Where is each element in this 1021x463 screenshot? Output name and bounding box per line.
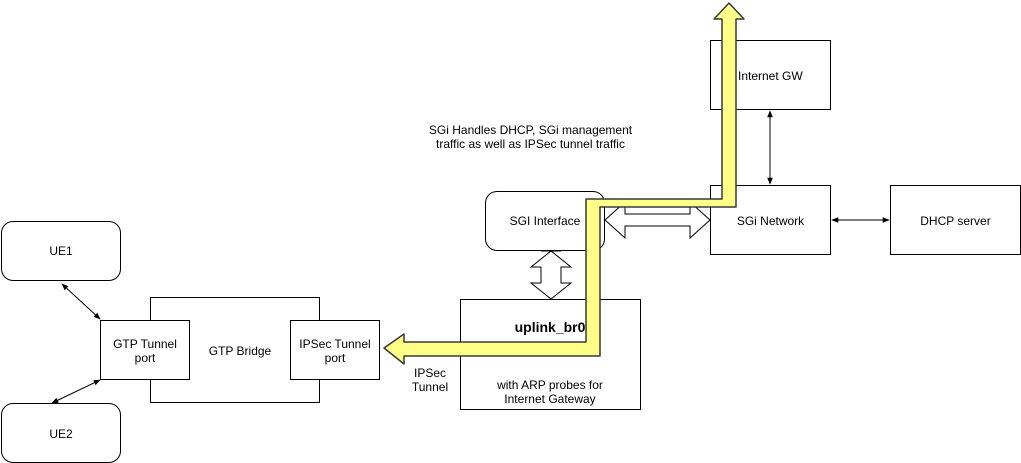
uplink-note-label: with ARP probes for Internet Gateway bbox=[497, 378, 603, 406]
uplink-br0-label: uplink_br0 bbox=[514, 319, 586, 335]
ue2-gtp-connector bbox=[51, 379, 101, 404]
ue1-label: UE1 bbox=[49, 244, 73, 258]
sgi-annotation: SGi Handles DHCP, SGi management traffic… bbox=[428, 123, 633, 151]
internet-gw-label: Internet GW bbox=[738, 69, 803, 83]
ipsec-tunnel-label: IPSec Tunnel bbox=[411, 366, 449, 394]
ue2-node[interactable] bbox=[1, 403, 121, 463]
ipsec-tunnel-port-label: IPSec Tunnel port bbox=[299, 337, 371, 365]
dhcp-server-label: DHCP server bbox=[920, 214, 991, 228]
ue2-label: UE2 bbox=[49, 427, 73, 441]
ipsec-tunnel-port-box[interactable] bbox=[290, 320, 380, 380]
ue1-gtp-connector bbox=[61, 283, 101, 320]
ue1-node[interactable] bbox=[1, 221, 121, 281]
gtp-tunnel-port-box[interactable] bbox=[100, 320, 190, 380]
sgi-interface-label: SGI Interface bbox=[509, 214, 581, 228]
sgi-interface-box[interactable] bbox=[485, 191, 605, 251]
sgi-sginet-block-arrow bbox=[604, 200, 711, 240]
dhcp-server-box[interactable] bbox=[890, 185, 1021, 255]
sgi-network-label: SGi Network bbox=[736, 214, 805, 228]
gtp-tunnel-port-label: GTP Tunnel port bbox=[113, 337, 177, 365]
ipsec-highlight-path bbox=[383, 2, 745, 365]
sgi-uplink-block-arrow bbox=[529, 250, 573, 300]
gtp-bridge-label: GTP Bridge bbox=[208, 344, 272, 358]
